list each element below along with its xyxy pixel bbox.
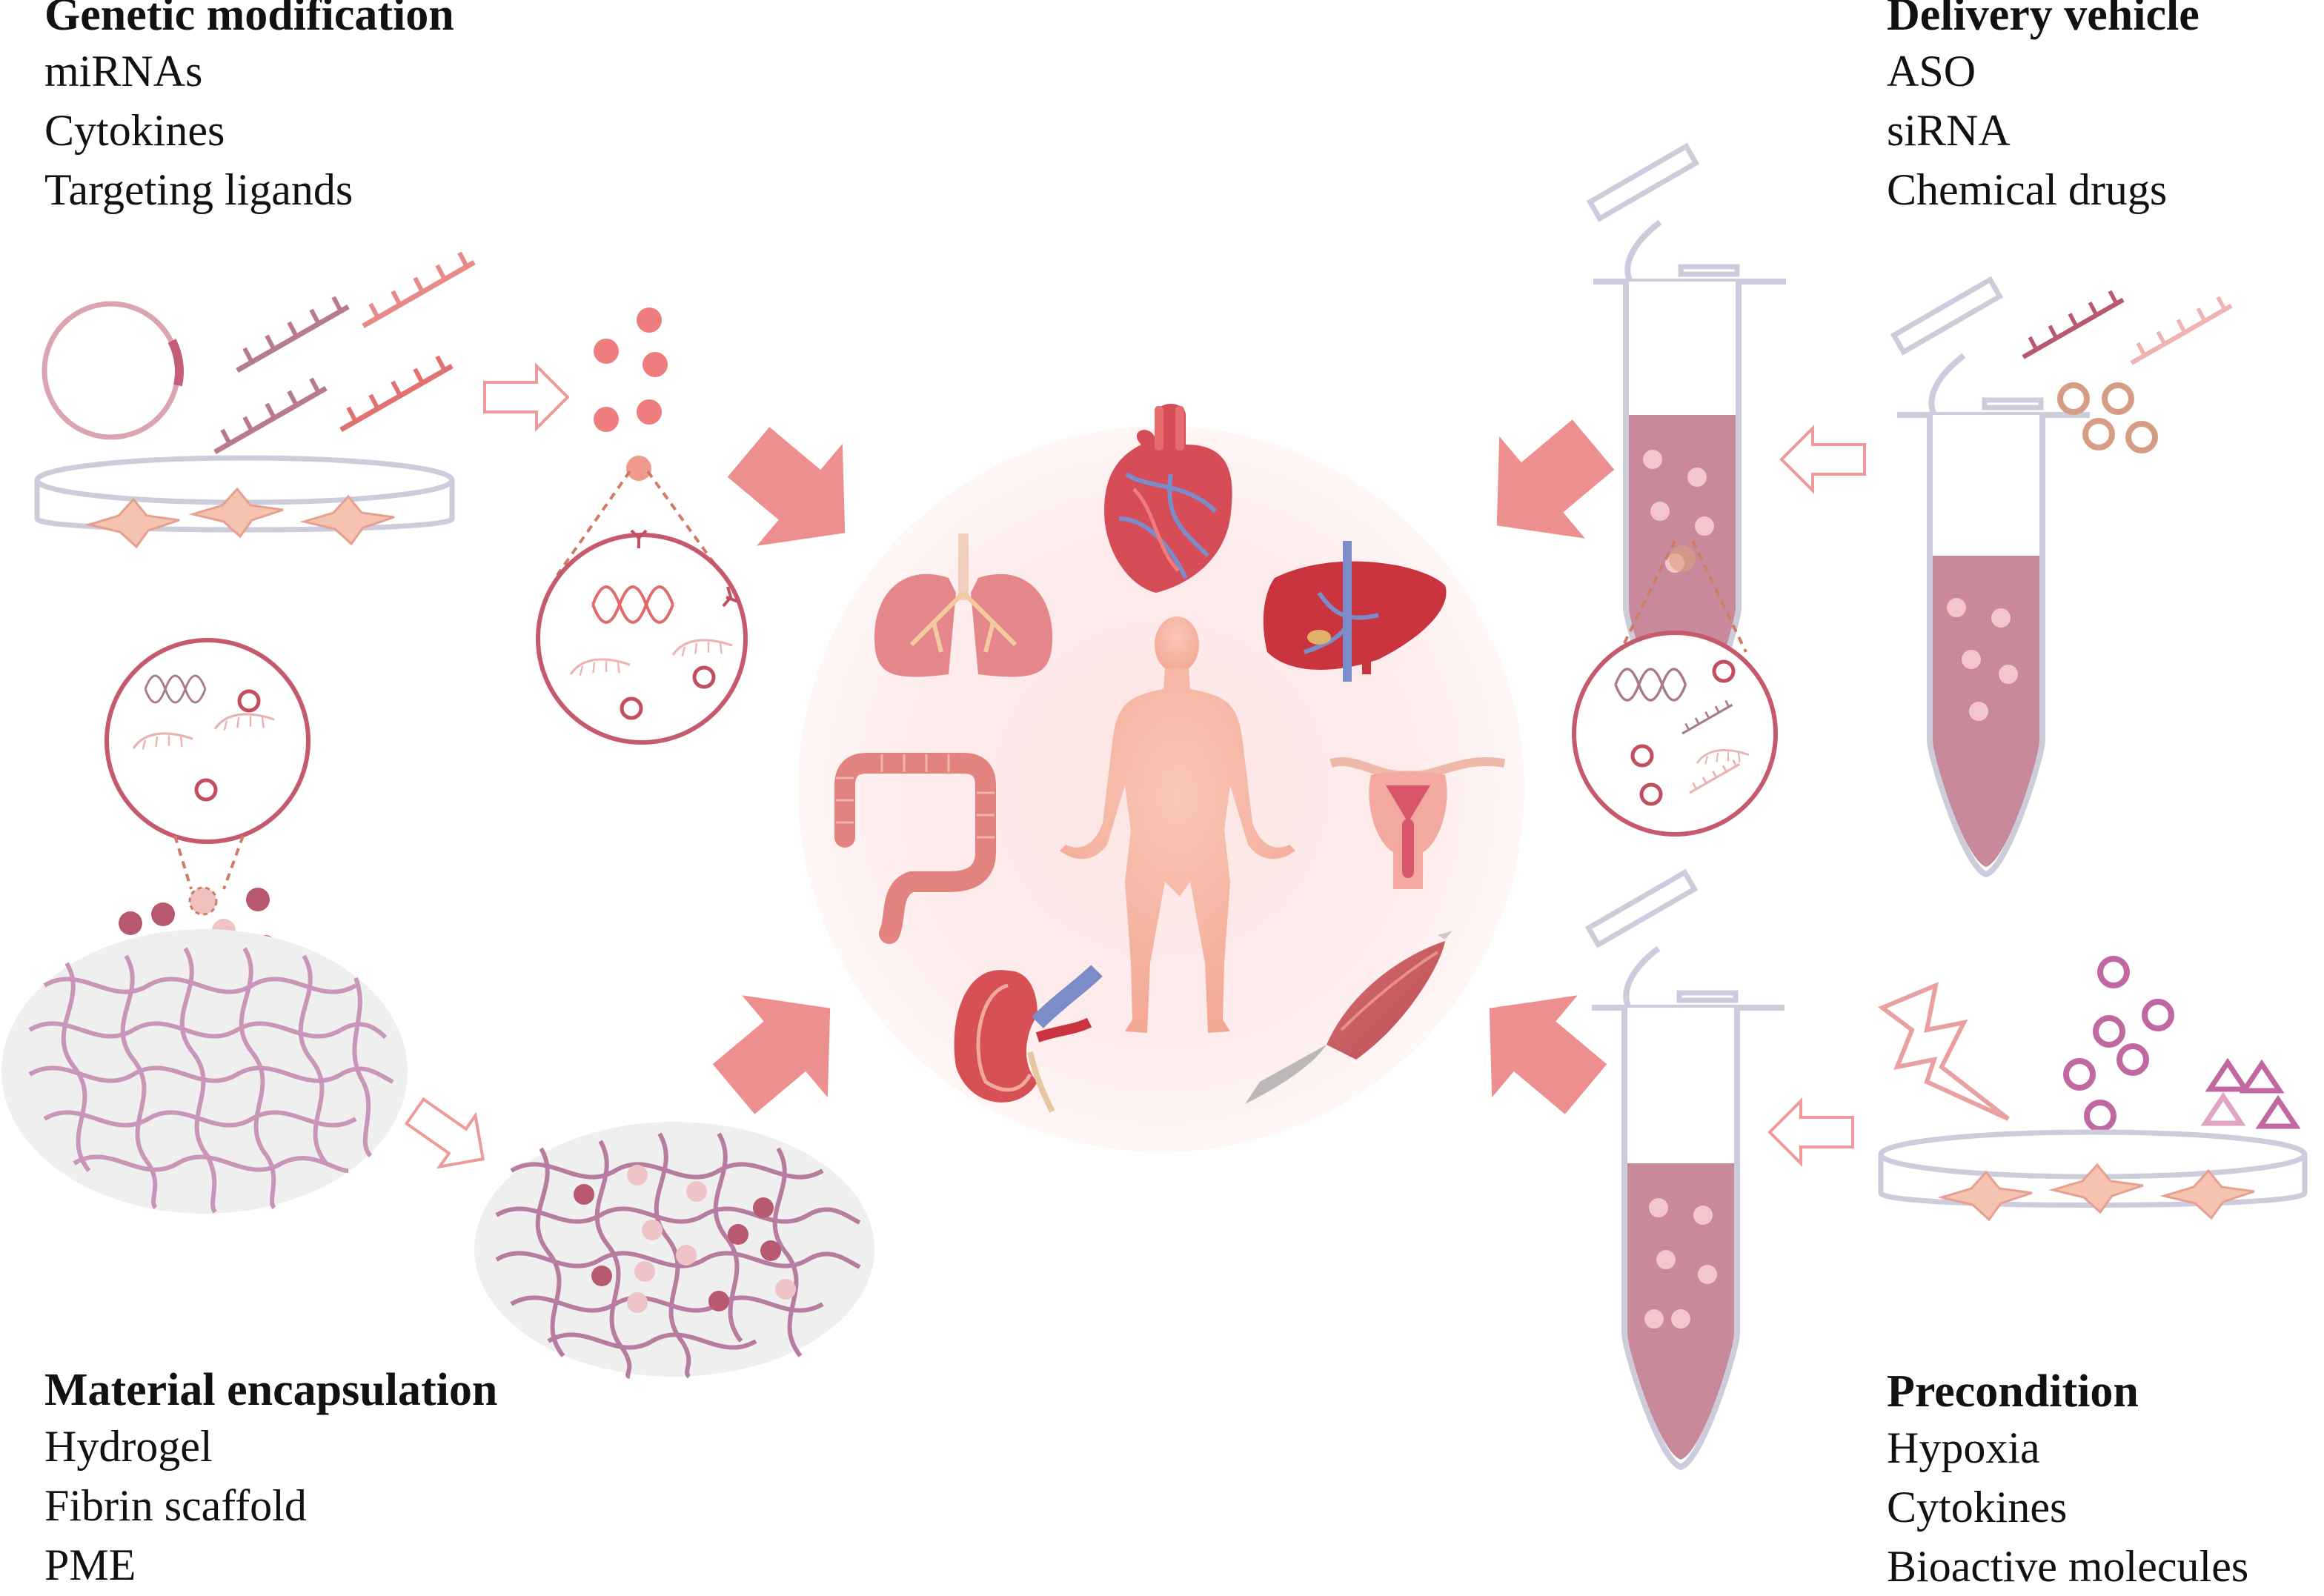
hydrogel-loaded-fibers <box>495 1132 861 1379</box>
human-body-icon <box>1060 616 1295 1033</box>
delivery-vehicle-block: Delivery vehicle ASO siRNA Chemical drug… <box>1887 0 2200 219</box>
petri-dish-icon <box>1878 1129 2308 1221</box>
drug-ring-icon <box>237 689 261 713</box>
material-encapsulation-block: Material encapsulation Hydrogel Fibrin s… <box>44 1363 497 1595</box>
heart-icon <box>1104 404 1232 593</box>
dna-fragment-icon <box>341 356 452 430</box>
aso-icon <box>2023 291 2123 357</box>
uterus-icon <box>1329 757 1505 889</box>
material-encapsulation-item: PME <box>44 1540 136 1589</box>
delivery-vehicle-item: Chemical drugs <box>1887 165 2168 214</box>
precondition-title: Precondition <box>1887 1366 2139 1417</box>
test-tube-icon <box>1584 868 1784 1467</box>
plasmid-insert <box>167 339 184 387</box>
genetic-modification-item: Cytokines <box>44 106 225 155</box>
ligand-icon <box>722 586 739 608</box>
cytokine-triangle-cluster <box>2200 1057 2301 1129</box>
sirna-icon <box>2131 297 2231 363</box>
test-tube-icon <box>1890 276 2090 874</box>
material-encapsulation-item: Hydrogel <box>44 1422 213 1471</box>
drug-ring-icon <box>1712 659 1736 683</box>
vehicle-zoom-icon <box>1572 631 1778 837</box>
genetic-modification-item: miRNAs <box>44 47 203 96</box>
dna-fragment-icon <box>237 297 348 370</box>
drug-molecule-cluster <box>2057 382 2158 453</box>
precondition-block: Precondition Hypoxia Cytokines Bioactive… <box>1887 1365 2248 1596</box>
precondition-item: Cytokines <box>1887 1483 2068 1532</box>
drug-ring-icon <box>1630 744 1654 768</box>
hydrogel-fibers <box>28 947 394 1214</box>
colon-folds <box>836 754 995 839</box>
hollow-arrow-left <box>1780 427 1866 492</box>
genetic-modification-block: Genetic modification miRNAs Cytokines Ta… <box>44 0 454 219</box>
lightning-icon <box>1878 982 2010 1121</box>
arrow-top-left <box>706 401 889 585</box>
zoom-lines <box>173 835 245 890</box>
colon-icon <box>834 753 996 944</box>
tube-zoom-marker <box>1669 545 1696 572</box>
genetic-modification-title: Genetic modification <box>44 0 454 40</box>
material-encapsulation-item: Fibrin scaffold <box>44 1481 307 1530</box>
delivery-vehicle-item: siRNA <box>1887 106 2011 155</box>
drug-ring-icon <box>692 665 716 689</box>
genetic-modification-item: Targeting ligands <box>44 165 353 214</box>
petri-dish-icon <box>34 455 455 548</box>
drug-ring-icon <box>620 696 643 720</box>
arrow-top-right <box>1453 393 1636 577</box>
vesicle-cluster <box>594 307 668 481</box>
precondition-item: Bioactive molecules <box>1887 1542 2249 1591</box>
precondition-item: Hypoxia <box>1887 1423 2040 1472</box>
zoom-lines <box>1618 540 1747 653</box>
arrow-bottom-left <box>691 957 874 1140</box>
plasmid-icon <box>42 301 181 440</box>
lungs-icon <box>874 533 1052 677</box>
hollow-arrow-right <box>483 365 569 430</box>
drug-ring-icon <box>194 778 218 802</box>
zoom-circle-vesicle <box>104 638 311 844</box>
delivery-vehicle-item: ASO <box>1887 47 1976 96</box>
ligand-icon <box>630 529 648 548</box>
drug-ring-icon <box>1639 782 1663 806</box>
dna-fragment-icon <box>215 379 326 452</box>
zoom-lines <box>556 470 729 584</box>
liver-icon <box>1263 541 1447 682</box>
hydrogel-particles <box>574 1165 796 1313</box>
muscle-icon <box>1245 931 1452 1104</box>
material-encapsulation-title: Material encapsulation <box>44 1365 498 1415</box>
delivery-vehicle-title: Delivery vehicle <box>1887 0 2200 40</box>
bioactive-molecule-cluster <box>2063 956 2174 1132</box>
dna-fragment-icon <box>363 253 474 326</box>
kidney-icon <box>954 965 1103 1113</box>
hollow-arrow-left <box>1768 1100 1854 1165</box>
arrow-bottom-right <box>1446 957 1629 1140</box>
hollow-arrow-down-right <box>395 1084 502 1186</box>
